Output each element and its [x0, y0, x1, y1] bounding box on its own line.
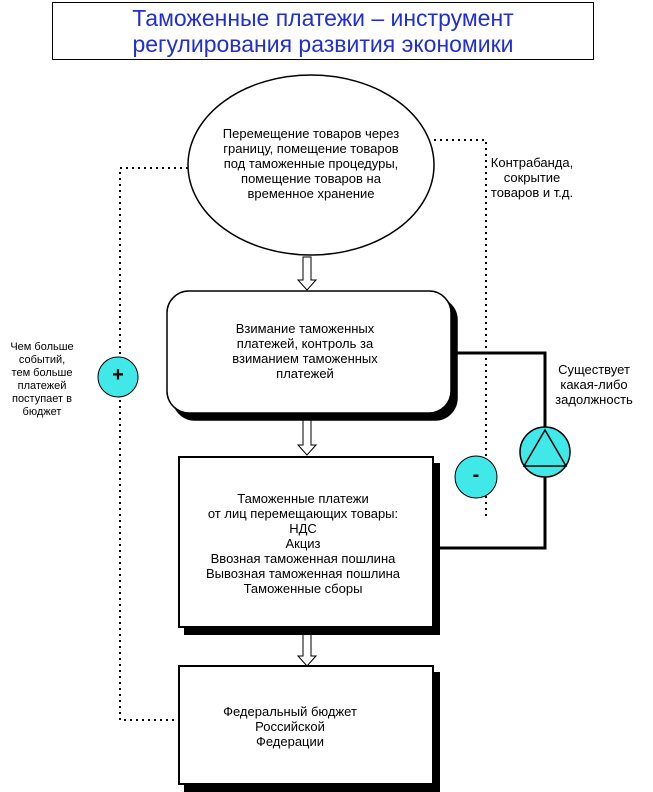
payments-line: НДС — [289, 521, 317, 536]
more-events-line: поступает в — [11, 393, 72, 405]
smuggling-annotation: Контрабанда, сокрытие товаров и т.д. — [462, 155, 602, 200]
movement-line: Перемещение товаров через — [222, 126, 400, 141]
movement-ellipse — [187, 74, 435, 256]
more-events-line: платежей — [17, 380, 67, 392]
minus-sign: - — [472, 464, 480, 486]
payments-line: Таможенные сборы — [243, 581, 363, 596]
debt-line: Существует — [558, 362, 630, 377]
collection-line: взиманием таможенных — [232, 351, 378, 366]
collection-text: Взимание таможенных платежей, контроль з… — [180, 321, 430, 381]
budget-text: Федеральный бюджет Российской Федерации — [190, 704, 390, 749]
budget-line: Российской — [255, 719, 325, 734]
movement-line: помещение товаров на — [241, 171, 381, 186]
budget-line: Федеральный бюджет — [223, 704, 357, 719]
debt-line: задолжность — [555, 392, 633, 407]
payments-text: Таможенные платежи от лиц перемещающих т… — [172, 491, 434, 596]
smuggling-line: товаров и т.д. — [490, 185, 574, 200]
payments-line: Вывозная таможенная пошлина — [205, 566, 401, 581]
more-events-line: событий, — [18, 354, 66, 366]
collection-line: платежей, контроль за — [236, 336, 374, 351]
plus-sign: + — [112, 364, 124, 386]
movement-line: границу, помещение товаров — [223, 141, 399, 156]
payments-line: Таможенные платежи — [237, 491, 369, 506]
arrow-2 — [296, 417, 318, 456]
arrow-3 — [296, 629, 318, 667]
payments-box — [178, 456, 434, 628]
payments-line: Акциз — [285, 536, 321, 551]
title-line-2: регулирования развития экономики — [132, 31, 514, 57]
smuggling-line: Контрабанда, — [490, 155, 574, 170]
debt-line: какая-либо — [560, 377, 628, 392]
more-events-annotation: Чем больше событий, тем больше платежей … — [0, 341, 84, 419]
movement-text: Перемещение товаров через границу, помещ… — [190, 126, 432, 201]
left-feedback-line — [119, 167, 188, 721]
movement-line: временное хранение — [247, 186, 375, 201]
debt-annotation: Существует какая-либо задолжность — [540, 362, 648, 407]
more-events-line: Чем больше — [10, 341, 74, 353]
budget-line: Федерации — [255, 734, 325, 749]
budget-box — [178, 665, 434, 785]
payments-line: Ввозная таможенная пошлина — [210, 551, 396, 566]
title-banner: Таможенные платежи – инструмент регулиро… — [52, 2, 594, 60]
collection-line: Взимание таможенных — [235, 321, 375, 336]
collection-line: платежей — [276, 366, 334, 381]
movement-line: под таможенные процедуры, — [223, 156, 399, 171]
title-line-1: Таможенные платежи – инструмент — [132, 5, 514, 31]
minus-circle — [454, 455, 498, 499]
collection-box — [166, 290, 452, 414]
payments-line: от лиц перемещающих товары: — [207, 506, 399, 521]
smuggling-line: сокрытие — [503, 170, 561, 185]
triangle-icon — [522, 428, 568, 467]
more-events-line: тем больше — [11, 367, 73, 379]
flow-arrows — [296, 256, 318, 667]
dotted-connectors — [119, 139, 487, 721]
plus-circle — [97, 356, 139, 398]
more-events-line: бюджет — [22, 406, 62, 418]
arrow-1 — [296, 256, 318, 291]
